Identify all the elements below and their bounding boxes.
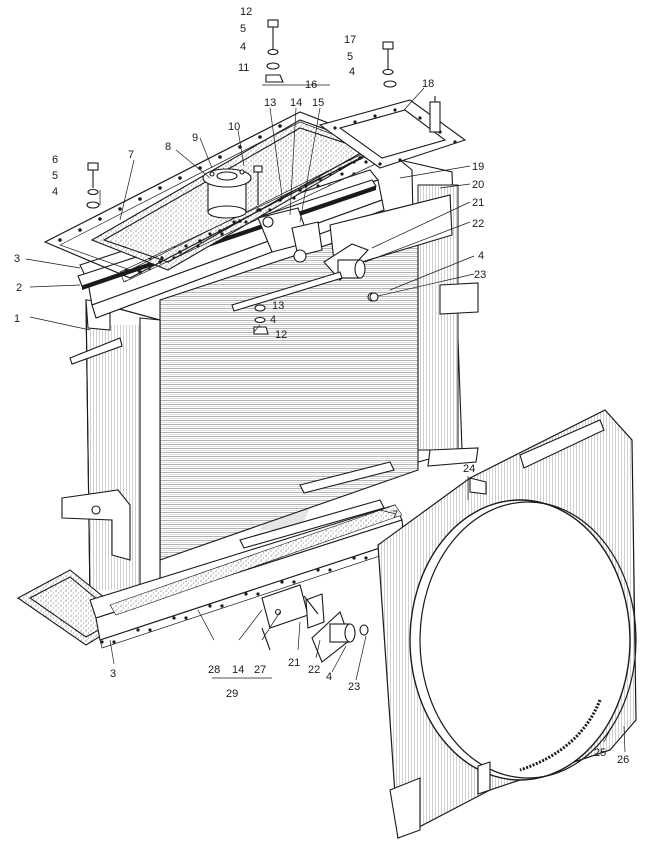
callout-3: 3 [110,668,116,680]
callout-29: 29 [226,688,238,700]
callout-12: 12 [275,329,287,341]
callout-3: 3 [14,253,20,265]
callout-22: 22 [308,664,320,676]
callout-19: 19 [472,161,484,173]
stud-bolt [253,165,263,205]
callout-10: 10 [228,121,240,133]
strip-13 [231,271,343,312]
callout-1: 1 [14,313,20,325]
callout-22: 22 [472,218,484,230]
callout-2: 2 [16,282,22,294]
left-side-frame [61,299,167,617]
callout-12: 12 [240,6,252,18]
callout-5: 5 [52,170,58,182]
callout-4: 4 [52,186,58,198]
callout-labels: 1 2 3 3 4 4 4 4 4 4 5 5 5 6 7 7 8 9 10 1… [14,6,629,766]
callout-18: 18 [422,78,434,90]
callout-9: 9 [192,132,198,144]
callout-4: 4 [270,314,276,326]
callout-11: 11 [238,62,249,74]
callout-13: 13 [272,300,284,312]
fastener-stack-6 [86,162,100,209]
fastener-stack-17 [382,41,397,88]
fastener-stack-13 [253,304,269,335]
callout-14: 14 [232,664,244,676]
callout-26: 26 [617,754,629,766]
callout-24: 24 [463,463,475,475]
callout-21: 21 [472,197,484,209]
callout-14: 14 [290,97,302,109]
callout-7: 7 [128,149,134,161]
callout-5: 5 [347,51,353,63]
washer-23-top [369,292,379,302]
callout-4: 4 [349,66,355,78]
callout-5: 5 [240,23,246,35]
callout-17: 17 [344,34,356,46]
fastener-stack-top [265,19,284,83]
fan-shroud [377,409,637,839]
callout-7: 7 [392,509,398,521]
filler-neck [202,168,252,219]
callout-8: 8 [165,141,171,153]
callout-20: 20 [472,179,484,191]
bracket-15 [257,207,323,263]
callout-21: 21 [288,657,300,669]
callout-6: 6 [52,154,58,166]
callout-25: 25 [594,747,606,759]
callout-13: 13 [264,97,276,109]
callout-4: 4 [326,671,332,683]
top-frame-18 [318,96,467,169]
bottom-strip [239,461,395,549]
callout-15: 15 [312,97,324,109]
bottom-tank [89,504,405,649]
flange-lower [261,584,369,663]
callout-4: 4 [478,250,484,262]
callout-4: 4 [240,41,246,53]
callout-27: 27 [254,664,266,676]
callout-16: 16 [305,79,317,91]
leader-lines [25,84,626,753]
callout-23: 23 [348,681,360,693]
callout-23: 23 [474,269,486,281]
callout-28: 28 [208,664,220,676]
